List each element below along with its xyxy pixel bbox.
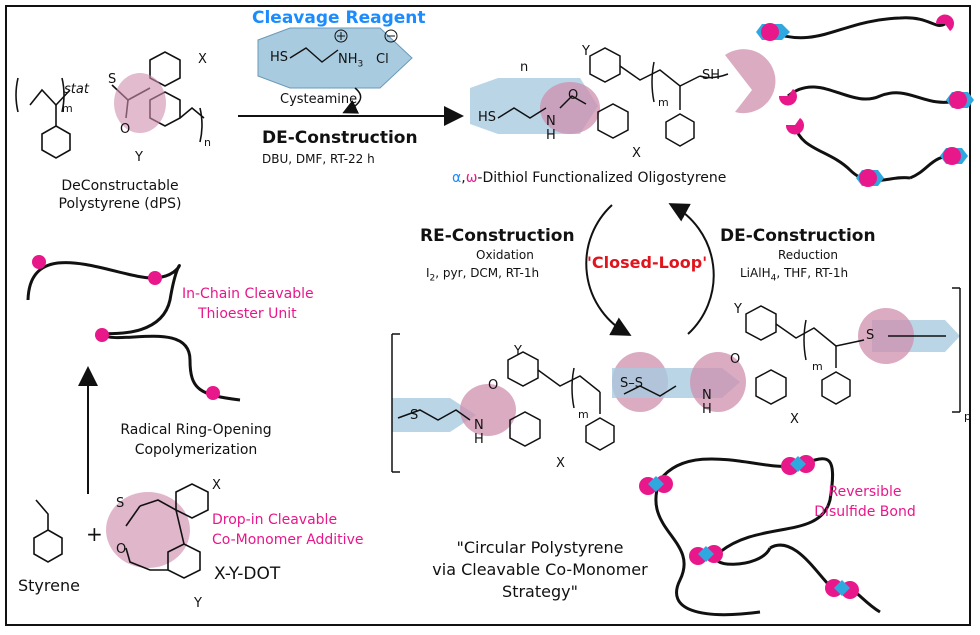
dps-s: S bbox=[108, 72, 117, 87]
dot-x: X bbox=[212, 478, 221, 493]
dithiol-pacman-right bbox=[725, 49, 776, 114]
dps-thioester-highlight bbox=[114, 73, 166, 133]
polymer-ss: S–S bbox=[620, 376, 644, 391]
polymer-y2: Y bbox=[734, 302, 742, 317]
dithiol-sh: SH bbox=[702, 68, 721, 83]
re-construction-arrow bbox=[585, 204, 632, 336]
rrop-line1: Radical Ring-Opening bbox=[120, 422, 272, 438]
de-construction-cycle-conditions: LiAlH4, THF, RT-1h bbox=[740, 266, 849, 284]
cartoon-dithiol-chains bbox=[756, 14, 974, 187]
polymer-m1: m bbox=[578, 408, 589, 421]
dot-structure bbox=[106, 483, 209, 579]
dot-o: O bbox=[116, 542, 127, 557]
polymer-y1: Y bbox=[514, 344, 522, 359]
polymer-repeat bbox=[391, 287, 961, 473]
polymer-h1: H bbox=[474, 432, 484, 447]
polymer-o2: O bbox=[730, 352, 741, 367]
cysteamine-label: Cysteamine bbox=[280, 92, 358, 107]
re-construction-sub: Oxidation bbox=[476, 248, 534, 262]
dps-x: X bbox=[198, 52, 207, 67]
polymer-h2: H bbox=[702, 402, 712, 417]
dithiol-x: X bbox=[632, 146, 641, 161]
polymer-s1: S bbox=[410, 408, 419, 423]
in-chain-line1: In-Chain Cleavable bbox=[182, 286, 314, 302]
re-construction-conditions: I2, pyr, DCM, RT-1h bbox=[426, 266, 540, 284]
dithiol-y: Y bbox=[582, 44, 590, 59]
disulfide-line2: Disulfide Bond bbox=[814, 504, 916, 520]
additive-line1: Drop-in Cleavable bbox=[212, 512, 338, 528]
polymer-n2: N bbox=[702, 388, 712, 403]
de-construction-cycle-title: DE-Construction bbox=[720, 226, 876, 246]
polymer-x2: X bbox=[790, 412, 799, 427]
de-construction-cycle-arrow bbox=[668, 203, 715, 335]
polymer-n1: N bbox=[474, 418, 484, 433]
polymer-x1: X bbox=[556, 456, 565, 471]
polymer-m2: m bbox=[812, 360, 823, 373]
dps-label-line2: Polystyrene (dPS) bbox=[58, 196, 182, 212]
dot-y: Y bbox=[194, 596, 202, 611]
reagent-cl: Cl bbox=[376, 52, 389, 67]
cleavage-reagent-heading: Cleavage Reagent bbox=[252, 8, 426, 28]
dithiol-h: H bbox=[546, 128, 556, 143]
polymer-p: p bbox=[964, 410, 971, 423]
disulfide-line1: Reversible bbox=[828, 484, 902, 500]
dps-n: n bbox=[204, 136, 211, 149]
dithiol-n-atom: N bbox=[546, 114, 556, 129]
de-construction-cycle-sub: Reduction bbox=[778, 248, 838, 262]
dps-stat: stat bbox=[64, 82, 89, 97]
cysteamine-hexagon bbox=[257, 27, 413, 89]
disulfide-cartoon bbox=[639, 455, 881, 617]
dithiol-amide-highlight bbox=[540, 82, 600, 134]
strategy-line2: via Cleavable Co-Monomer bbox=[432, 560, 648, 579]
reagent-hs: HS bbox=[270, 50, 289, 65]
closed-loop-label: 'Closed-Loop' bbox=[587, 253, 708, 272]
polymer-s-end: S bbox=[866, 328, 875, 343]
additive-line2: Co-Monomer Additive bbox=[212, 532, 364, 548]
figure-border bbox=[5, 5, 971, 626]
dithiol-hs: HS bbox=[478, 110, 497, 125]
styrene-structure bbox=[33, 499, 63, 563]
de-construction-top-conditions: DBU, DMF, RT-22 h bbox=[262, 152, 375, 166]
dot-s: S bbox=[116, 496, 125, 511]
dithiol-m: m bbox=[658, 96, 669, 109]
dot-name: X-Y-DOT bbox=[214, 564, 281, 584]
strategy-line3: Strategy" bbox=[502, 582, 578, 601]
re-construction-title: RE-Construction bbox=[420, 226, 575, 246]
plus-sign: + bbox=[86, 522, 103, 546]
reagent-nh3: NH3 bbox=[338, 52, 364, 70]
in-chain-line2: Thioester Unit bbox=[198, 306, 297, 322]
dps-m: m bbox=[62, 102, 73, 115]
rrop-line2: Copolymerization bbox=[134, 442, 258, 458]
reagent-arrow bbox=[342, 87, 362, 114]
dps-y: Y bbox=[135, 150, 143, 165]
polymer-o1: O bbox=[488, 378, 499, 393]
dithiol-label: α,ω-Dithiol Functionalized Oligostyrene bbox=[452, 170, 727, 186]
dps-structure bbox=[15, 51, 205, 159]
dithiol-o: O bbox=[568, 88, 579, 103]
styrene-label: Styrene bbox=[18, 576, 80, 595]
de-construction-top-title: DE-Construction bbox=[262, 128, 418, 148]
in-chain-cartoon bbox=[26, 255, 241, 402]
dithiol-backbone bbox=[497, 47, 729, 147]
dps-o: O bbox=[120, 122, 131, 137]
dithiol-n: n bbox=[520, 60, 529, 75]
strategy-line1: "Circular Polystyrene bbox=[456, 538, 624, 557]
dps-label-line1: DeConstructable bbox=[61, 178, 179, 194]
